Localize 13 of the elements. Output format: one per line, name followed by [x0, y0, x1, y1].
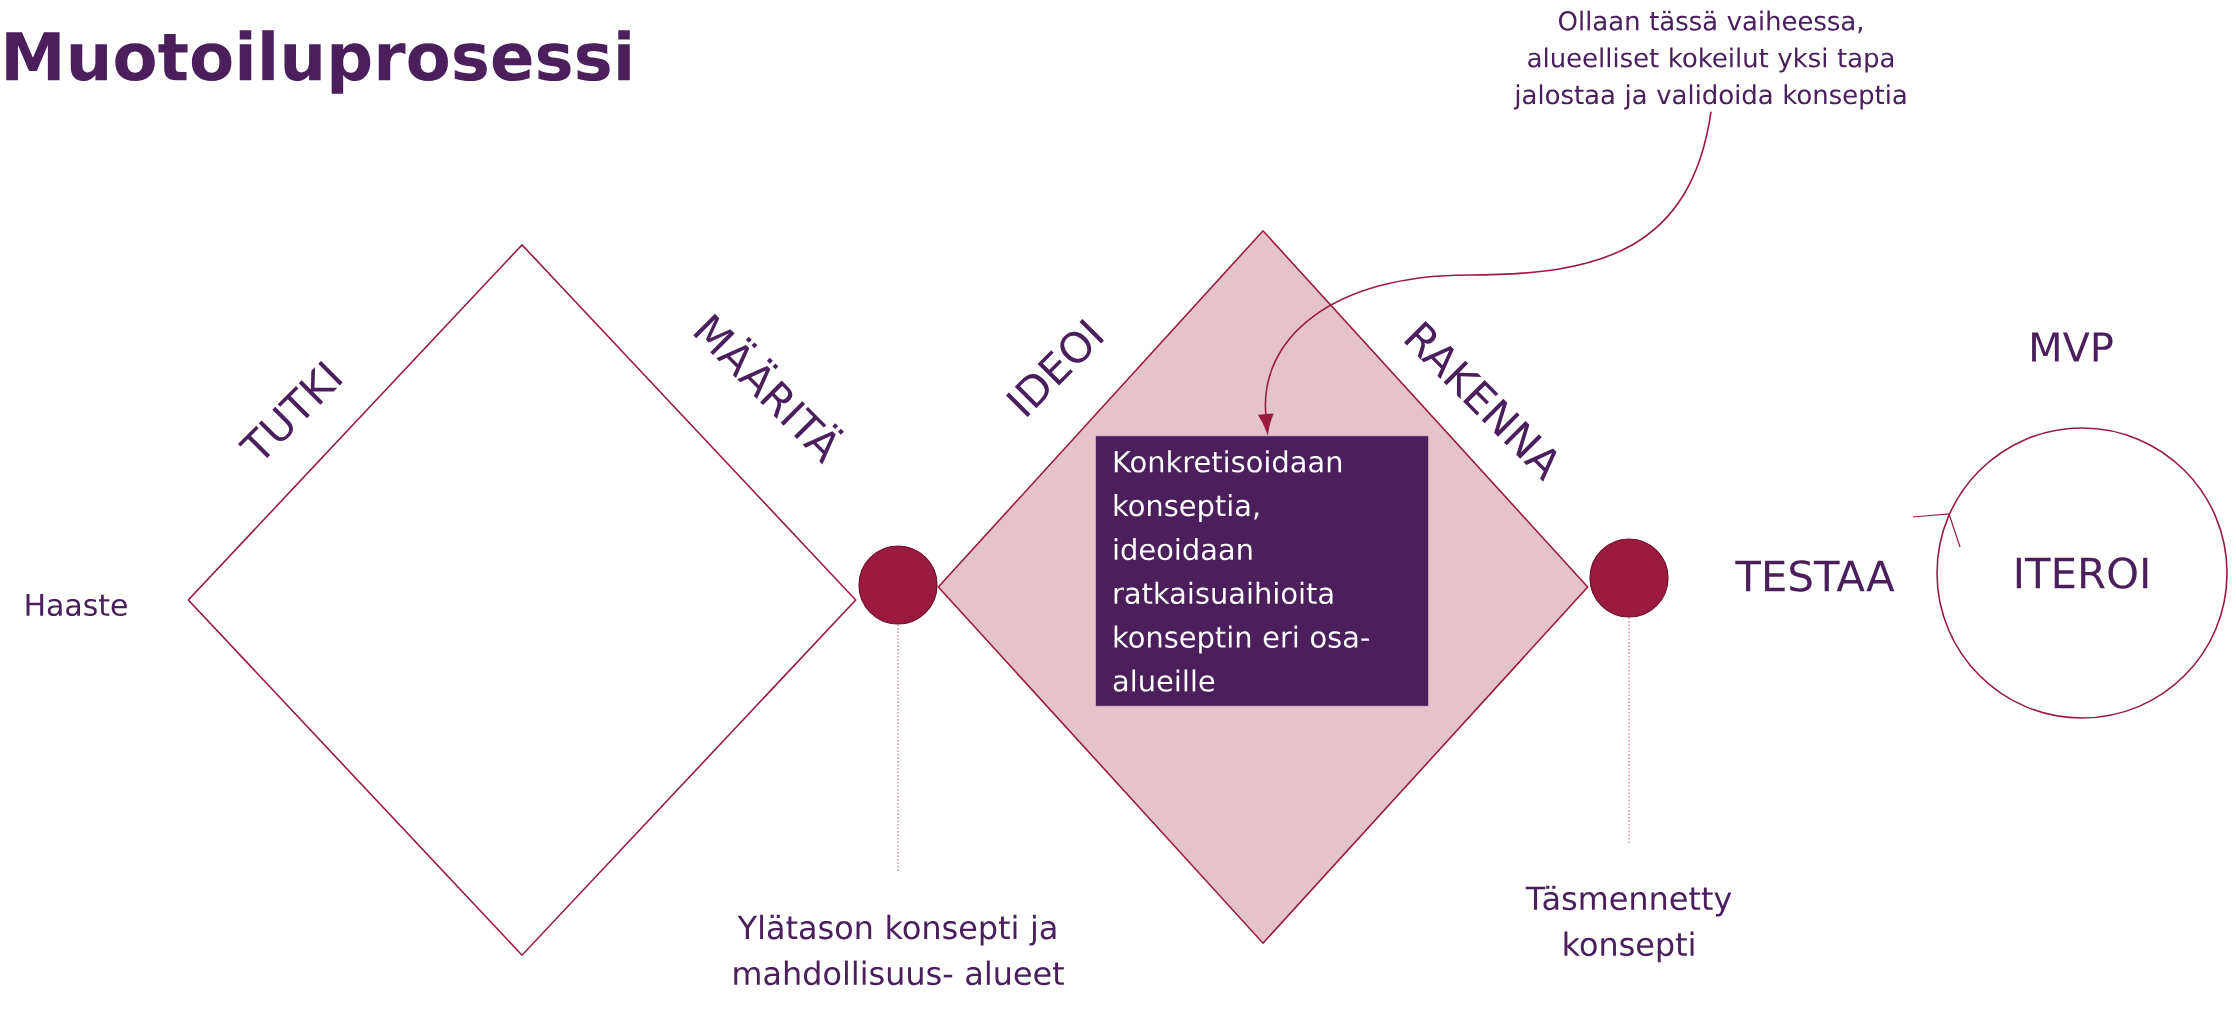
leader-line — [897, 624, 899, 874]
text-box: Konkretisoidaan konseptia, ideoidaan ratkaisuaihioita konseptin eri osa-alueille — [1095, 436, 1429, 706]
leader-line — [1628, 617, 1630, 844]
milestone-caption: Täsmennetty konsepti — [1525, 885, 1732, 963]
milestone-caption: Ylätason konsepti ja mahdollisuus- alueet — [734, 914, 1064, 986]
text-label: Haaste — [26, 593, 127, 617]
curved-arrow — [1258, 110, 1712, 434]
milestone-dot — [858, 545, 938, 625]
text-label: TESTAA — [1735, 560, 1895, 592]
milestone-dot — [1589, 538, 1669, 618]
callout-text: Ollaan tässä vaiheessa, alueelliset kokeilut yksi tapa jalostaa ja validoida konseptia — [1513, 10, 1906, 110]
title: Muotoiluprosessi — [6, 30, 630, 94]
node-caption: MVP — [2032, 332, 2113, 362]
